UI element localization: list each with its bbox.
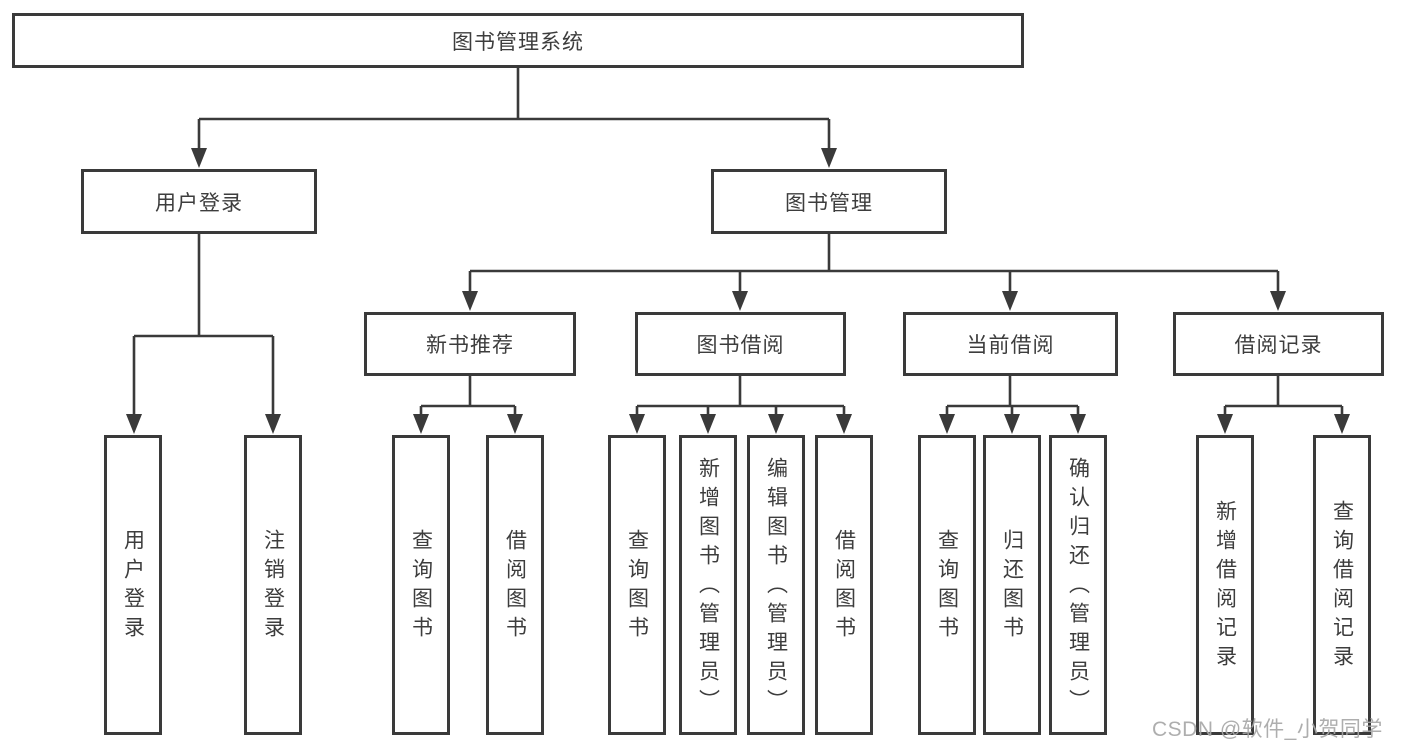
node-book-borrowing: 图书借阅	[635, 312, 846, 376]
leaf-query-books-recommend: 查询图书	[392, 435, 450, 735]
node-root-system: 图书管理系统	[12, 13, 1024, 68]
leaf-add-books-admin: 新增图书（管理员）	[679, 435, 737, 735]
node-new-book-recommend: 新书推荐	[364, 312, 576, 376]
leaf-query-books-borrowing: 查询图书	[608, 435, 666, 735]
node-user-login-branch: 用户登录	[81, 169, 317, 234]
leaf-confirm-return-admin: 确认归还（管理员）	[1049, 435, 1107, 735]
leaf-edit-books-admin: 编辑图书（管理员）	[747, 435, 805, 735]
node-book-management-branch: 图书管理	[711, 169, 947, 234]
leaf-query-books-current: 查询图书	[918, 435, 976, 735]
node-current-borrowing: 当前借阅	[903, 312, 1118, 376]
leaf-add-borrow-record: 新增借阅记录	[1196, 435, 1254, 735]
leaf-borrow-books-borrowing: 借阅图书	[815, 435, 873, 735]
leaf-logout: 注销登录	[244, 435, 302, 735]
arrowhead-icons	[126, 148, 1350, 434]
leaf-query-borrow-record: 查询借阅记录	[1313, 435, 1371, 735]
leaf-borrow-books-recommend: 借阅图书	[486, 435, 544, 735]
node-borrow-records: 借阅记录	[1173, 312, 1384, 376]
leaf-return-books: 归还图书	[983, 435, 1041, 735]
csdn-watermark: CSDN @软件_小贺同学	[1152, 718, 1383, 741]
leaf-user-login: 用户登录	[104, 435, 162, 735]
